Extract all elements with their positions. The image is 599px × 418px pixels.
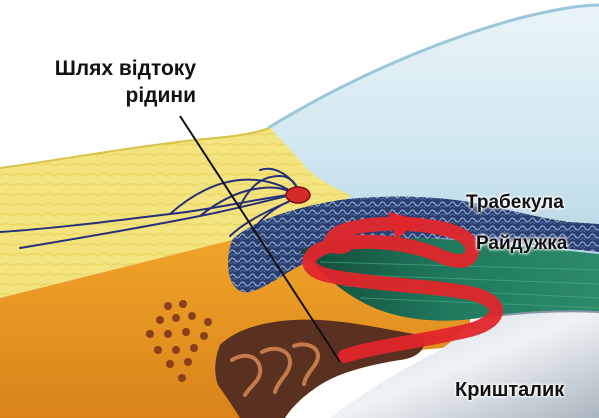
iris-label: Райдужка — [476, 234, 567, 253]
lens-label: Кришталик — [455, 380, 564, 400]
trabecula-label: Трабекула — [466, 193, 564, 212]
outflow-path-label: Шлях відтоку рідини — [0, 58, 196, 106]
outflow-path-label-line2: рідини — [0, 85, 196, 106]
schlemm-canal — [286, 187, 310, 203]
outflow-path-label-line1: Шлях відтоку — [0, 58, 196, 79]
